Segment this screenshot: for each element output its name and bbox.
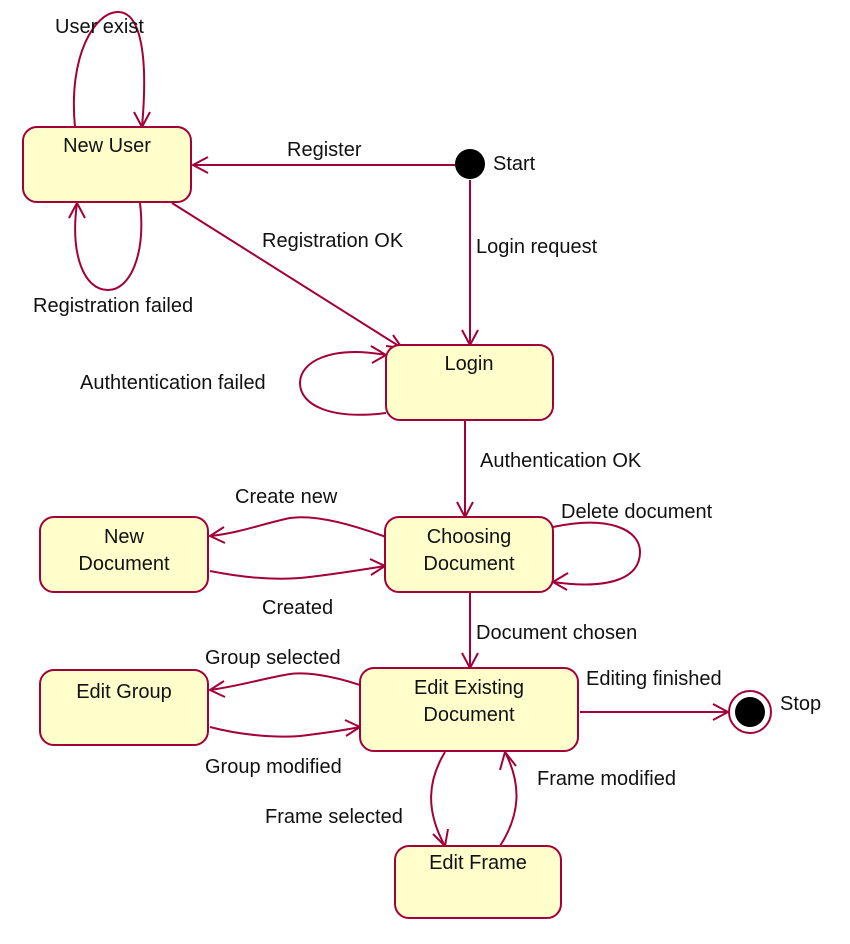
create-new-arrowhead [207,526,226,544]
label-delete-document: Delete document [561,501,713,523]
state-new-user-label: New User [63,135,151,157]
state-login-label: Login [445,353,494,375]
label-group-selected: Group selected [205,647,341,669]
label-register: Register [287,139,362,161]
register-arrowhead [190,156,209,174]
start-node [455,149,485,179]
state-edit-frame-label: Edit Frame [429,852,527,874]
create-new-edge [209,516,387,538]
authentication-failed-loop [298,351,387,416]
group-modified-edge [209,726,361,738]
frame-modified-edge [499,751,518,847]
label-create-new: Create new [235,486,338,508]
transitions [68,10,731,849]
frame-modified-arrowhead [499,749,517,771]
delete-document-loop [552,521,642,586]
states: New User Login New Document Choosing Doc… [22,126,579,919]
state-new-document [39,516,209,593]
created-edge [209,565,386,580]
state-new-user [22,126,192,203]
label-registration-ok: Registration OK [262,230,404,252]
state-new-document-label-line1: New [104,526,145,548]
state-choosing-document [384,516,554,593]
label-user-exist: User exist [55,16,144,38]
registration-failed-loop [74,202,143,292]
label-frame-modified: Frame modified [537,768,676,790]
state-login [385,344,554,421]
stop-label: Stop [780,693,821,715]
label-login-request: Login request [476,236,598,258]
transition-labels: User exist Register Registration OK Logi… [33,16,722,828]
label-authentication-ok: Authentication OK [480,450,642,472]
frame-selected-edge [430,751,446,847]
label-authentication-failed: Authtentication failed [80,372,266,394]
state-edit-existing-document-label-line2: Document [423,704,515,726]
state-edit-group [39,669,209,746]
state-edit-existing-document [359,667,579,752]
state-edit-frame [394,845,562,919]
state-choosing-document-label-line1: Choosing [427,526,512,548]
user-exist-loop [72,10,146,128]
state-choosing-document-label-line2: Document [423,553,515,575]
state-edit-existing-document-label-line1: Edit Existing [414,677,524,699]
label-document-chosen: Document chosen [476,622,637,644]
label-group-modified: Group modified [205,756,342,778]
label-frame-selected: Frame selected [265,806,403,828]
label-created: Created [262,597,333,619]
pseudo-states: Start Stop [455,149,821,734]
state-new-document-label-line2: Document [78,553,170,575]
stop-node [728,690,772,734]
label-registration-failed: Registration failed [33,295,193,317]
group-selected-arrowhead [207,680,226,698]
label-editing-finished: Editing finished [586,668,722,690]
state-edit-group-label: Edit Group [76,681,172,703]
delete-document-arrowhead [551,572,569,591]
group-selected-edge [209,672,361,691]
start-label: Start [493,153,536,175]
registration-ok-edge [171,202,403,349]
